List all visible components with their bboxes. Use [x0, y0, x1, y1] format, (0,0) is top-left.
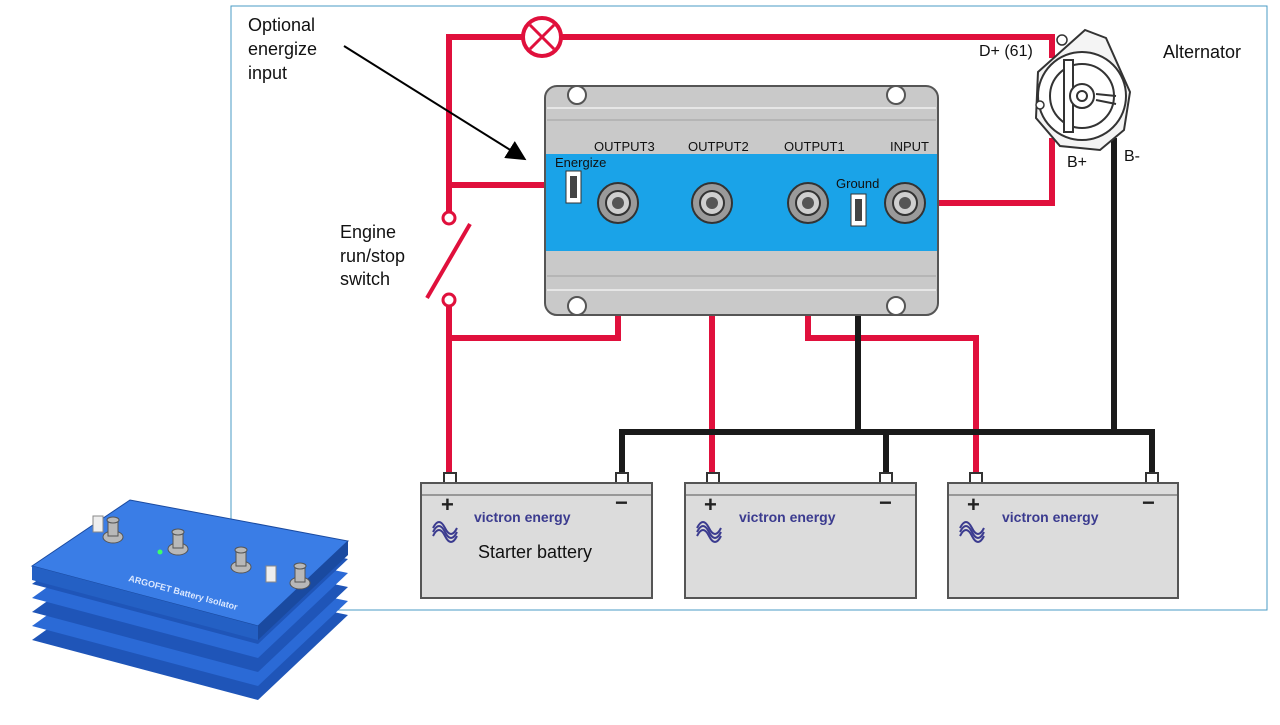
battery-1: + − victron energy Starter battery	[420, 472, 653, 599]
battery-1-minus: −	[615, 490, 628, 515]
battery-2: + − victron energy	[684, 472, 917, 599]
label-output3: OUTPUT3	[594, 139, 655, 154]
battery-3-brand: victron energy	[1002, 509, 1099, 525]
label-ground: Ground	[836, 176, 879, 191]
label-b-minus: B-	[1124, 148, 1140, 165]
terminal-input[interactable]	[884, 182, 926, 224]
victron-logo-icon	[959, 521, 985, 543]
label-output2: OUTPUT2	[688, 139, 749, 154]
battery-1-plus: +	[441, 492, 454, 517]
product-isolator-image: ARGOFET Battery Isolator	[30, 499, 350, 700]
label-d-plus: D+ (61)	[979, 43, 1033, 60]
isolator-unit: OUTPUT3 OUTPUT2 OUTPUT1 INPUT Energize G…	[544, 85, 939, 316]
battery-2-plus: +	[704, 492, 717, 517]
battery-3-minus: −	[1142, 490, 1155, 515]
battery-3: + − victron energy	[947, 472, 1179, 599]
energize-arrow	[343, 45, 527, 161]
label-energize: Energize	[555, 155, 606, 170]
label-input: INPUT	[890, 139, 929, 154]
battery-1-brand: victron energy	[474, 509, 571, 525]
label-output1: OUTPUT1	[784, 139, 845, 154]
battery-2-brand: victron energy	[739, 509, 836, 525]
victron-logo-icon	[432, 521, 458, 543]
label-starter-battery: Starter battery	[478, 542, 592, 562]
terminal-output3[interactable]	[597, 182, 639, 224]
terminal-output2[interactable]	[691, 182, 733, 224]
label-b-plus: B+	[1067, 154, 1087, 171]
alternator-b-plus-wire	[928, 138, 1055, 206]
alternator-icon	[1034, 28, 1132, 152]
warning-lamp-icon	[521, 16, 563, 58]
terminal-output1[interactable]	[787, 182, 829, 224]
label-engine-switch: Engine run/stop switch	[340, 222, 410, 289]
label-alternator: Alternator	[1163, 42, 1241, 62]
engine-switch-icon[interactable]	[425, 210, 472, 308]
victron-logo-icon	[696, 521, 722, 543]
battery-2-minus: −	[879, 490, 892, 515]
label-energize-input: Optional energize input	[248, 15, 322, 83]
battery-3-plus: +	[967, 492, 980, 517]
